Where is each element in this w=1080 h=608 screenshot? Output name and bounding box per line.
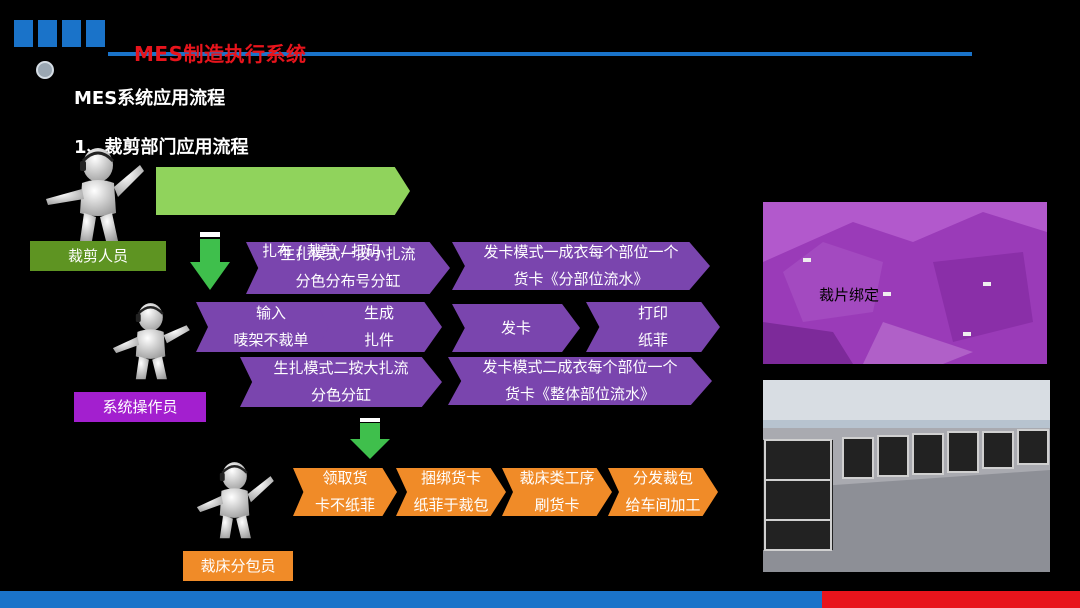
flow-step-text: 纸菲于裁包 [413, 496, 489, 514]
flow-step-text: 生扎模式一按小扎流 [280, 245, 416, 263]
flow-step-print: 打印 纸菲 [586, 302, 720, 352]
flow-step-text: 发卡模式一成衣每个部位一个 [483, 243, 679, 261]
header-block-4 [86, 20, 105, 47]
flow-step-text: 生扎模式二按大扎流 [273, 359, 409, 377]
person-headset-icon [196, 462, 274, 539]
flow-step-text: 卡不纸菲 [314, 496, 375, 514]
flow-step-text: 捆绑货卡 [420, 469, 481, 487]
flow-step-text: 发卡 [500, 318, 531, 337]
flow-header-banner [156, 167, 410, 215]
flow-step-text: 给车间加工 [625, 496, 701, 514]
flow-step-text: 分发裁包 [632, 469, 693, 487]
flow-step-text: 唛架不裁单 [233, 331, 309, 349]
role-label-cutter: 裁剪人员 [30, 241, 166, 271]
flow-step-collect-card: 领取货 卡不纸菲 [293, 468, 397, 516]
flow-step-issue-card: 发卡 [452, 304, 580, 352]
flow-step-bind-card: 捆绑货卡 纸菲于裁包 [396, 468, 506, 516]
role-label-operator: 系统操作员 [74, 392, 206, 422]
flow-step-card-mode-1: 发卡模式一成衣每个部位一个 货卡《分部位流水》 [452, 242, 710, 290]
flow-step-spread-cut: 生扎模式一按小扎流 分色分布号分缸 [246, 242, 450, 294]
flow-step-text: 发卡模式二成衣每个部位一个 [482, 358, 678, 376]
bullet-circle-icon [36, 61, 54, 79]
section-title: 1、裁剪部门应用流程 [74, 137, 249, 158]
role-label-packer: 裁床分包员 [183, 551, 293, 581]
footer-bar-blue [0, 591, 822, 608]
flow-step-text: 领取货 [322, 469, 368, 487]
header-block-2 [38, 20, 57, 47]
flow-step-card-mode-2: 发卡模式二成衣每个部位一个 货卡《整体部位流水》 [448, 357, 712, 405]
person-headset-icon [46, 148, 144, 241]
down-arrow-icon [190, 232, 230, 290]
header-line [108, 52, 972, 56]
photo-workshop-racks [763, 380, 1050, 572]
flow-step-text: 刷货卡 [534, 496, 580, 514]
header-block-3 [62, 20, 81, 47]
flow-step-text: 分色分缸 [310, 386, 371, 404]
flow-step-swipe-card: 裁床类工序 刷货卡 [502, 468, 612, 516]
photo-label: 裁片绑定 [819, 286, 880, 304]
flow-step-text: 货卡《整体部位流水》 [504, 385, 655, 403]
footer-bar-red [822, 591, 1080, 608]
flow-step-text: 输入 [255, 304, 286, 322]
down-arrow-icon [350, 418, 390, 459]
brand-title: MES制造执行系统 [134, 42, 307, 66]
flow-step-generate: 生成 扎件 [316, 302, 442, 352]
page-title: MES系统应用流程 [74, 88, 226, 109]
flow-step-bundle-mode-2: 生扎模式二按大扎流 分色分缸 [240, 357, 442, 407]
flow-step-text: 生成 [363, 304, 394, 322]
header-block-1 [14, 20, 33, 47]
flow-step-text: 扎件 [363, 331, 394, 349]
flow-step-text: 打印 [637, 304, 668, 322]
flow-step-text: 货卡《分部位流水》 [513, 270, 649, 288]
flow-step-text: 纸菲 [637, 331, 668, 349]
photo-cut-pieces: 裁片绑定 [763, 202, 1047, 364]
flow-step-text: 裁床类工序 [519, 469, 595, 487]
flow-step-overlay-text: 扎布 / 裁剪 / 打码 [262, 242, 382, 260]
person-headset-icon [112, 303, 190, 380]
flow-step-text: 分色分布号分缸 [295, 272, 401, 290]
flow-step-distribute: 分发裁包 给车间加工 [608, 468, 718, 516]
